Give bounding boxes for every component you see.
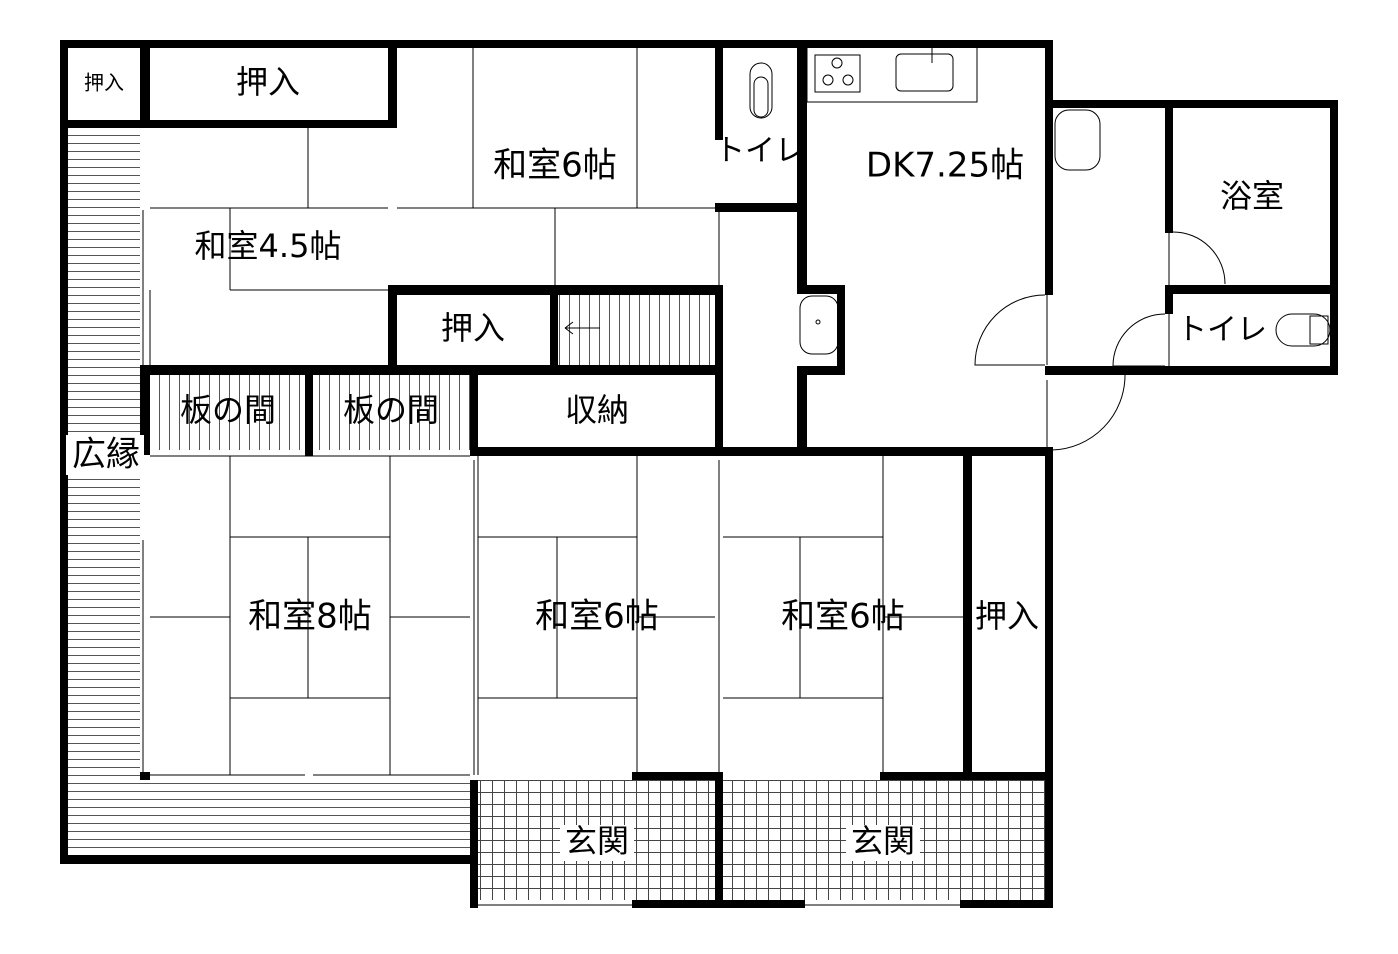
kitchen-counter	[806, 46, 978, 103]
toilet-icon-1	[749, 62, 773, 119]
stove-icon	[814, 54, 861, 93]
room-label-washitsu-6-mid: 和室6帖	[535, 597, 659, 637]
room-label-itanoma-1: 板の間	[180, 391, 276, 429]
room-label-oshiire-top: 押入	[236, 63, 300, 101]
room-label-toilet-2: トイレ	[1177, 313, 1267, 348]
room-label-bath: 浴室	[1220, 177, 1284, 215]
room-label-dk: DK7.25帖	[866, 146, 1024, 186]
room-label-washitsu-6-right: 和室6帖	[781, 597, 905, 637]
sink-icon	[895, 53, 954, 92]
room-label-oshiire-mid: 押入	[441, 309, 505, 347]
room-label-washitsu-45: 和室4.5帖	[195, 227, 342, 265]
room-label-washitsu-6-top: 和室6帖	[493, 146, 617, 186]
stair-steps	[558, 295, 715, 365]
hiroen-flooring	[68, 128, 140, 855]
room-label-hiroen: 広縁	[72, 435, 140, 475]
room-label-genkan-1: 玄関	[565, 822, 629, 860]
room-label-shuno: 収納	[565, 391, 629, 429]
washbasin-icon	[799, 295, 839, 355]
room-label-itanoma-2: 板の間	[343, 391, 439, 429]
room-label-genkan-2: 玄関	[851, 822, 915, 860]
room-label-oshiire-small: 押入	[84, 71, 124, 95]
room-label-oshiire-right: 押入	[975, 597, 1039, 635]
room-label-washitsu-8: 和室8帖	[248, 597, 372, 637]
toilet-icon-2	[1275, 313, 1331, 347]
hiroen-flooring-bottom	[140, 780, 470, 855]
room-label-toilet-1: トイレ	[715, 134, 805, 169]
walls	[60, 40, 1338, 908]
stair-arrow-icon	[564, 321, 600, 335]
bathtub-washer-icon	[1054, 109, 1101, 171]
door-swings	[974, 231, 1226, 451]
